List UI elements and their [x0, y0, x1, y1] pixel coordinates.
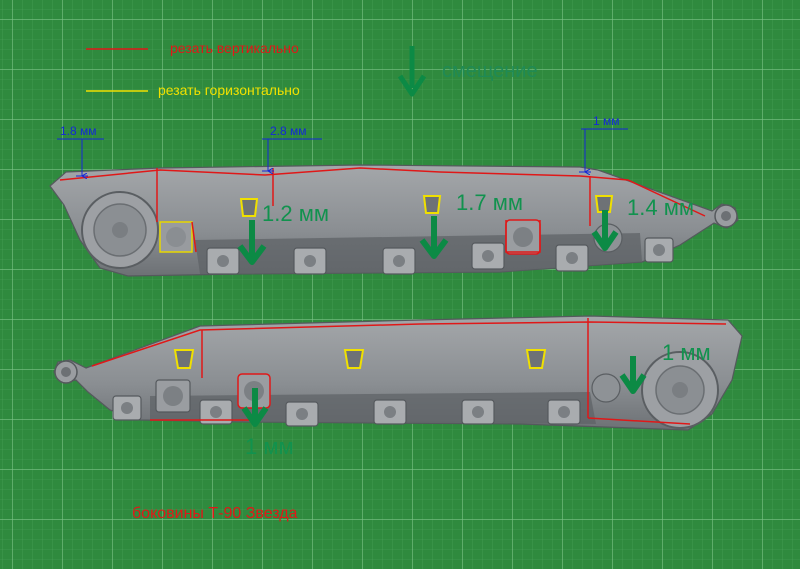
bottom-shift-1: 1 мм: [245, 434, 294, 459]
top-dim-3: 1 мм: [593, 114, 620, 128]
top-dim-2: 2.8 мм: [270, 124, 307, 138]
legend-cut-vertical-label: резать вертикально: [170, 40, 299, 56]
top-shift-1: 1.2 мм: [262, 201, 329, 226]
bottom-shift-2: 1 мм: [662, 340, 711, 365]
top-side-panel: [49, 128, 739, 277]
legend-shift-label: смещение: [442, 60, 538, 82]
legend-shift-arrow-icon: [397, 46, 427, 97]
top-dim-1: 1.8 мм: [60, 124, 97, 138]
top-shift-arrows: [237, 210, 619, 265]
bottom-side-panel: [53, 315, 743, 431]
legend-cut-horizontal-label: резать горизонтально: [158, 82, 300, 98]
top-shift-2: 1.7 мм: [456, 190, 523, 215]
bottom-shift-arrows: [241, 356, 647, 427]
caption: боковины Т-90 Звезда: [132, 505, 298, 522]
top-shift-3: 1.4 мм: [627, 195, 694, 220]
